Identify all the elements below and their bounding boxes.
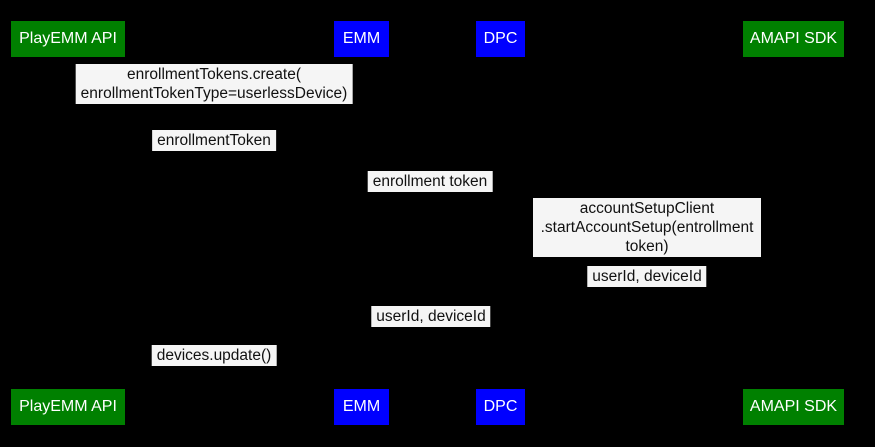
actor-playemm-api-top: PlayEMM API: [11, 21, 125, 57]
message-userid-deviceid-sdk: userId, deviceId: [587, 266, 707, 287]
actor-amapi-sdk-bottom: AMAPI SDK: [743, 389, 844, 425]
message-enrollment-token-return: enrollmentToken: [152, 130, 276, 151]
actor-amapi-sdk-top: AMAPI SDK: [743, 21, 844, 57]
actor-dpc-bottom: DPC: [476, 389, 525, 425]
actor-emm-top: EMM: [334, 21, 389, 57]
message-enrollment-tokens-create: enrollmentTokens.create( enrollmentToken…: [75, 64, 353, 104]
message-devices-update: devices.update(): [151, 345, 277, 366]
message-enrollment-token: enrollment token: [367, 171, 493, 192]
actor-emm-bottom: EMM: [334, 389, 389, 425]
message-start-account-setup: accountSetupClient .startAccountSetup(en…: [533, 198, 761, 257]
actor-playemm-api-bottom: PlayEMM API: [11, 389, 125, 425]
message-userid-deviceid-dpc: userId, deviceId: [371, 306, 491, 327]
actor-dpc-top: DPC: [476, 21, 525, 57]
